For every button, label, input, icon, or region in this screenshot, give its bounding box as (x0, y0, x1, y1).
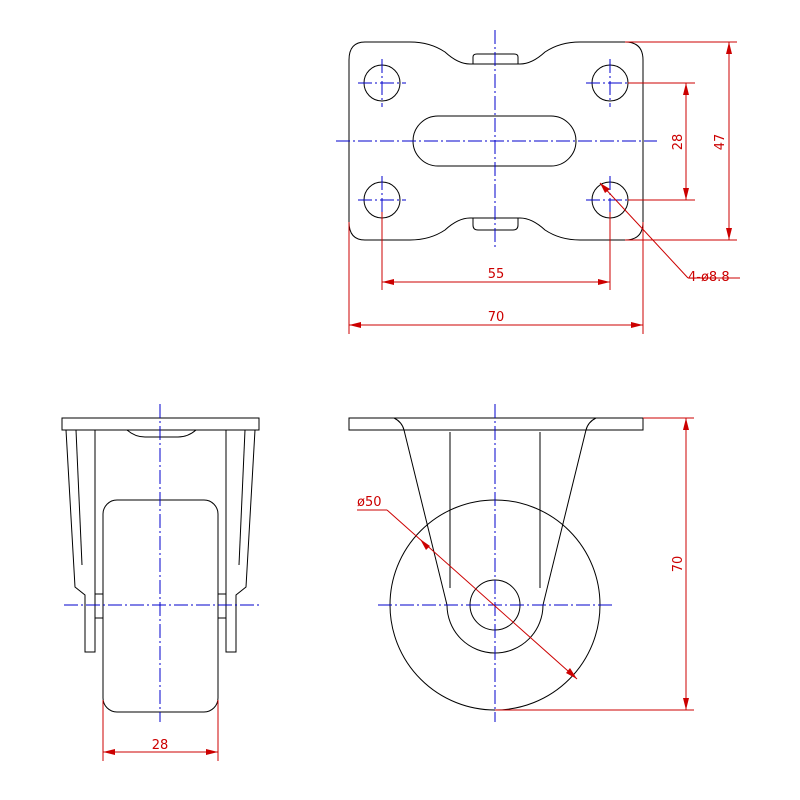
dim-wheel-width: 28 (102, 700, 219, 761)
dim-hole-callout: 4-ø8.8 (599, 182, 740, 285)
side-bracket-left-fillet (393, 417, 405, 431)
dim-text-47: 47 (713, 134, 728, 151)
right-fork-inner (238, 429, 246, 566)
dim-plate-height: 47 (625, 41, 737, 241)
dim-hole-spacing-y: 28 (628, 82, 695, 201)
front-view: 28 (61, 404, 262, 761)
right-axle-nut (217, 593, 227, 619)
front-view-centerlines (64, 404, 262, 722)
dim-plate-width: 70 (348, 222, 644, 334)
dim-text-hole-size: 4-ø8.8 (688, 270, 730, 285)
center-slot (412, 115, 577, 167)
side-top-plate (348, 417, 644, 431)
dim-text-28-width: 28 (152, 738, 169, 753)
left-axle-nut (94, 593, 104, 619)
dim-wheel-diameter: ø50 (357, 495, 578, 680)
front-plate-recess (126, 429, 197, 438)
side-view: ø50 70 (348, 404, 694, 722)
side-view-centerlines (378, 404, 614, 722)
dim-text-70-height: 70 (671, 556, 686, 573)
dim-hole-spacing-x: 55 (381, 212, 611, 290)
top-view-centerlines (336, 30, 657, 250)
dim-text-28-vertical: 28 (671, 134, 686, 151)
dim-text-70-width: 70 (488, 310, 505, 325)
top-view: 28 47 55 70 (336, 30, 740, 334)
dim-text-diameter: ø50 (357, 495, 382, 510)
left-fork-inner (75, 429, 83, 566)
dim-overall-height: 70 (495, 417, 694, 711)
side-bracket-right-fillet (585, 417, 597, 431)
dim-text-55: 55 (488, 267, 505, 282)
